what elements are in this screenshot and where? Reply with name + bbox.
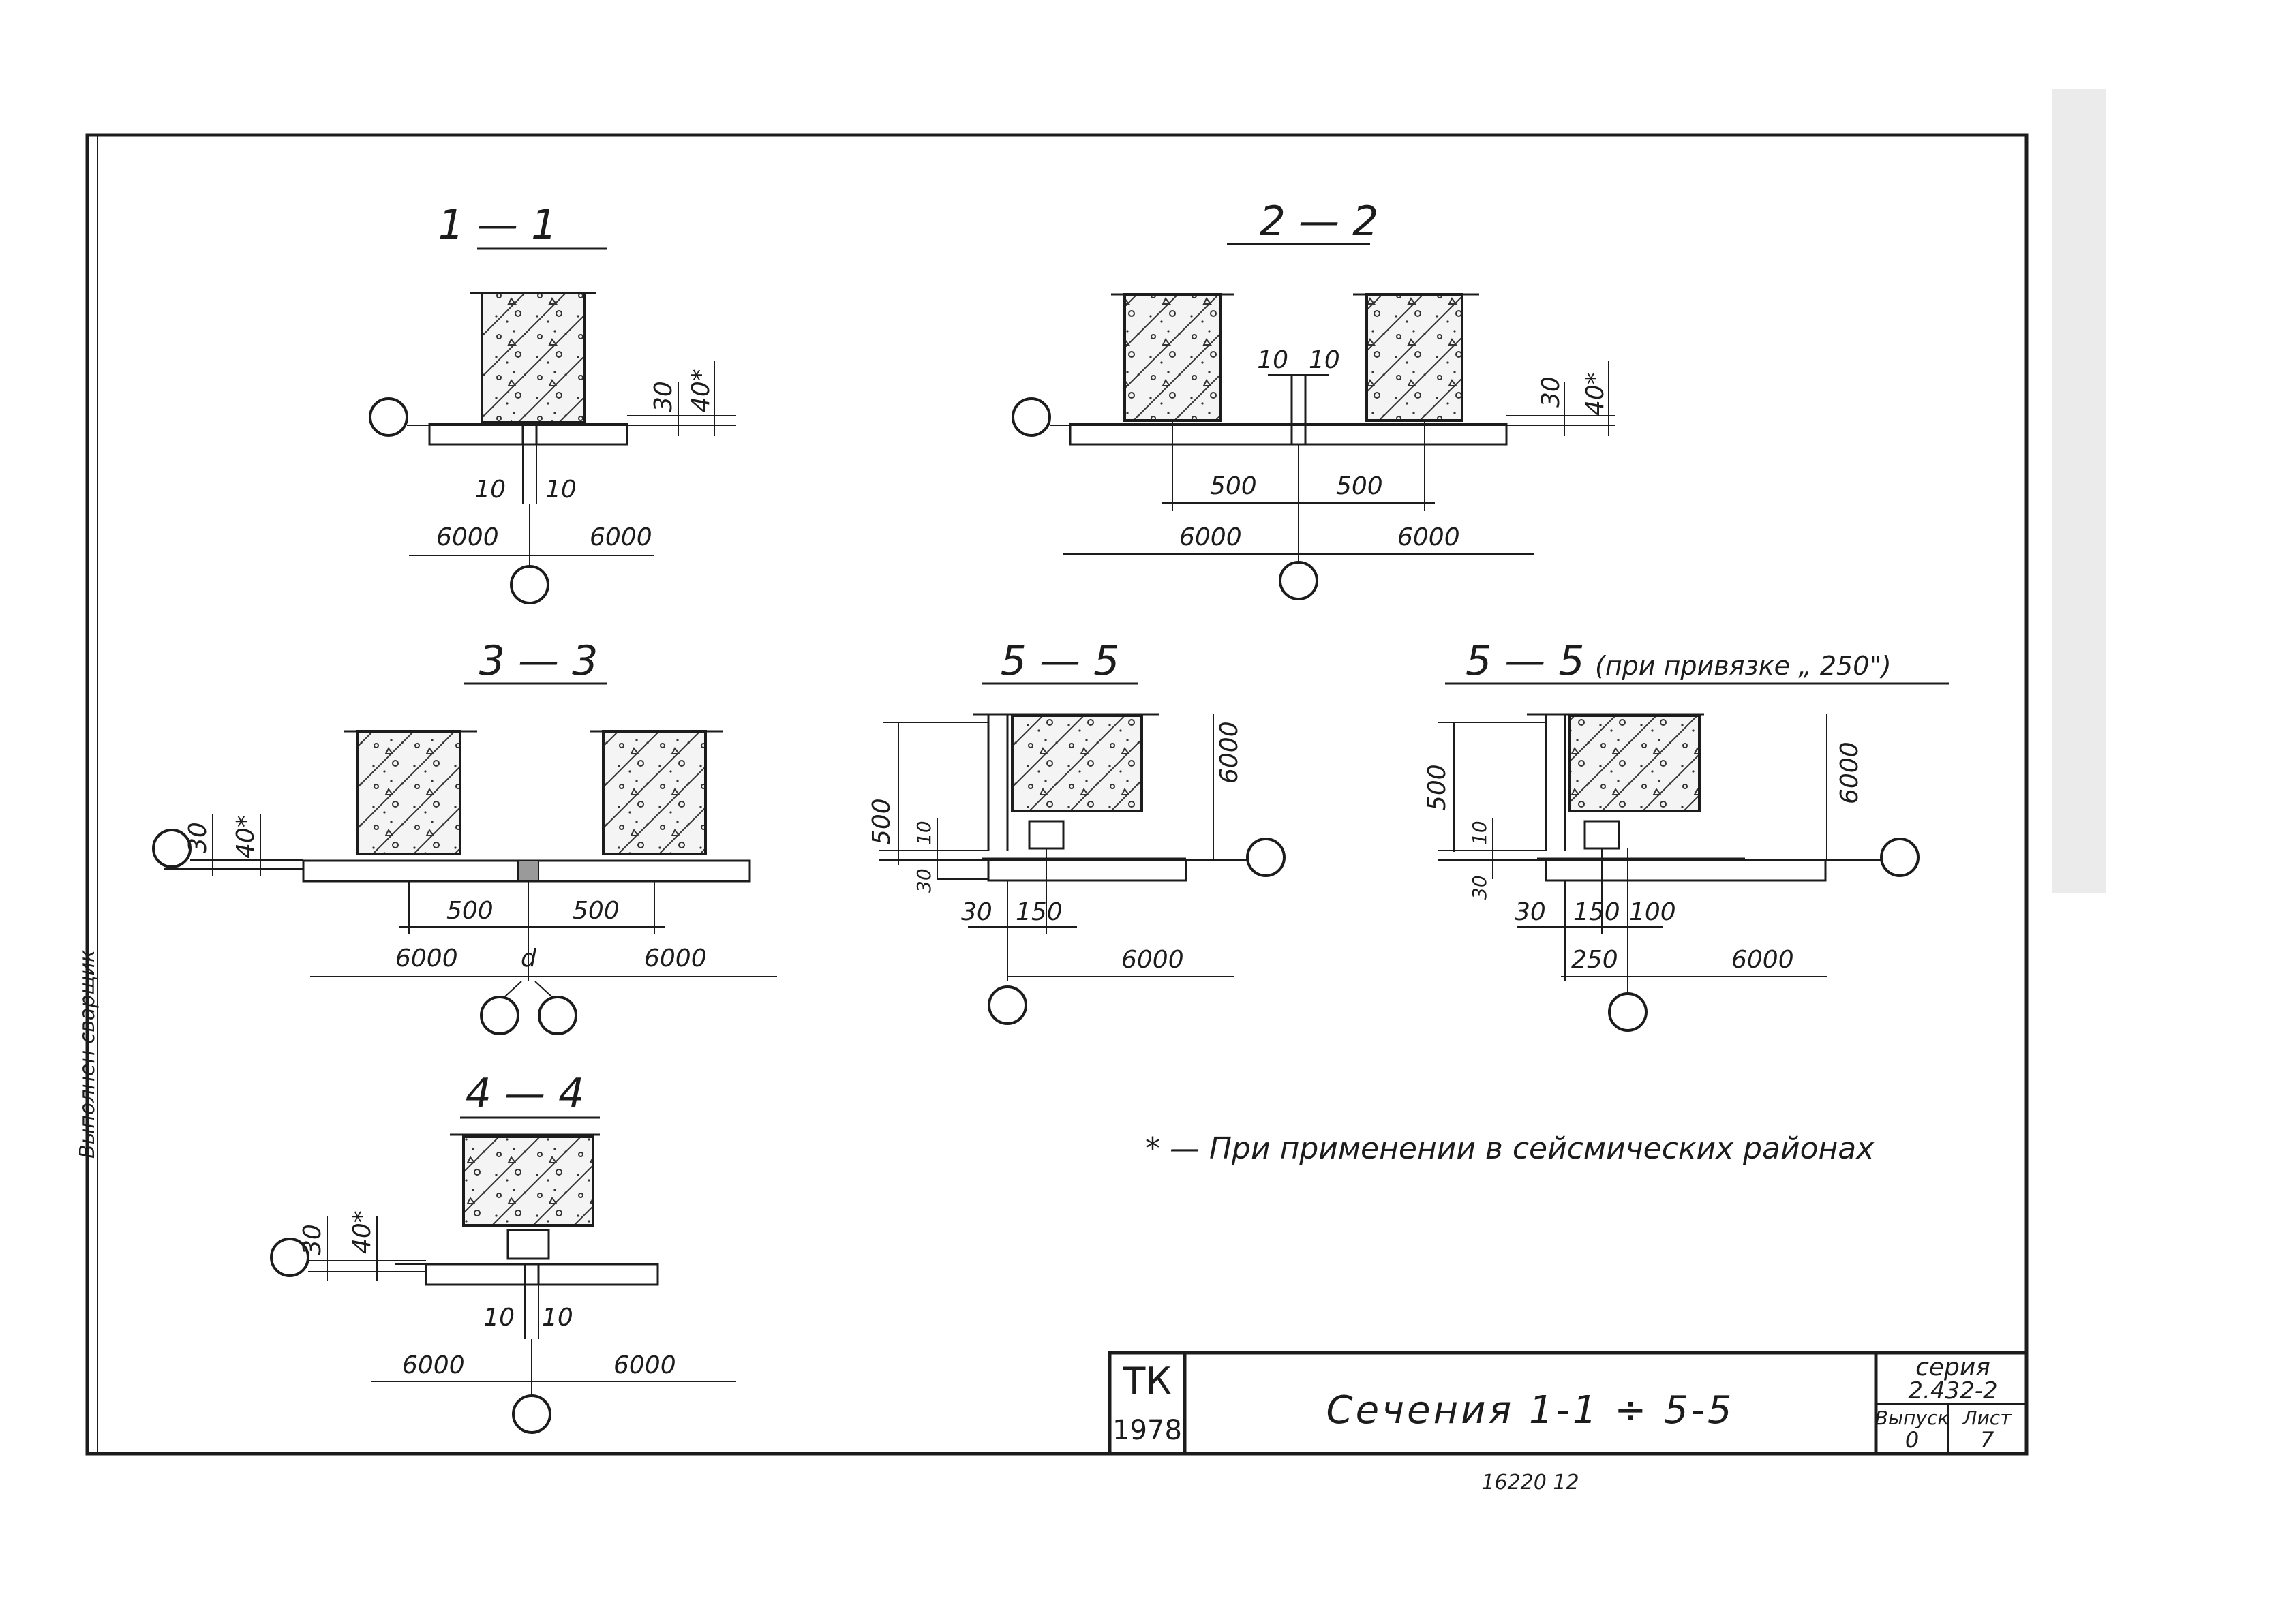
svg-text:6000: 6000	[1836, 741, 1864, 804]
svg-text:500: 500	[446, 897, 494, 925]
svg-text:40*: 40*	[232, 815, 260, 859]
sheet-title: Сечения 1-1 ÷ 5-5	[1326, 1388, 1734, 1433]
section-subtitle: (при привязке „ 250")	[1595, 651, 1892, 681]
svg-text:6000: 6000	[1397, 523, 1460, 551]
section-4-4: 4 — 4 30 40* 10 10 6000 6000	[270, 1070, 736, 1434]
svg-text:10: 10	[913, 821, 935, 845]
section-5-5: 5 — 5 500 6000 10 30 30 150 6000	[868, 637, 1286, 1025]
svg-text:500: 500	[1336, 472, 1383, 500]
margin-inscription: Выполнен сварщик	[76, 950, 100, 1159]
svg-text:500: 500	[1210, 472, 1257, 500]
section-5-5-binding-250: 5 — 5 (при привязке „ 250") 500 6000 10 …	[1423, 637, 1949, 1032]
svg-text:10: 10	[545, 476, 577, 504]
svg-text:6000: 6000	[1215, 721, 1243, 784]
issue-value: 0	[1905, 1427, 1919, 1453]
org-code: ТК	[1122, 1360, 1171, 1403]
svg-text:d: d	[521, 945, 537, 972]
svg-text:30: 30	[913, 868, 935, 893]
series-value: 2.432-2	[1908, 1377, 1997, 1405]
svg-text:10: 10	[474, 476, 506, 504]
sheet-value: 7	[1980, 1427, 1994, 1453]
svg-text:40*: 40*	[1581, 372, 1609, 416]
section-title: 4 — 4	[466, 1070, 585, 1118]
section-title: 3 — 3	[479, 637, 598, 685]
svg-text:150: 150	[1016, 898, 1063, 926]
svg-text:6000: 6000	[644, 945, 707, 972]
svg-text:30: 30	[961, 898, 992, 926]
svg-text:250: 250	[1571, 946, 1618, 974]
issue-label: Выпуск	[1875, 1407, 1949, 1429]
svg-text:10: 10	[1468, 821, 1491, 845]
svg-text:10: 10	[1257, 346, 1288, 374]
svg-text:500: 500	[573, 897, 620, 925]
section-2-2: 2 — 2 10 10 30 40* 500 500 6000 6000	[1012, 198, 1615, 600]
svg-text:40*: 40*	[348, 1210, 376, 1254]
section-title: 5 — 5	[1001, 637, 1120, 685]
svg-text:30: 30	[1468, 875, 1491, 900]
svg-text:500: 500	[1423, 764, 1451, 811]
svg-text:6000: 6000	[1179, 523, 1242, 551]
sheet-label: Лист	[1962, 1407, 2012, 1429]
svg-text:6000: 6000	[395, 945, 458, 972]
svg-text:30: 30	[299, 1224, 327, 1255]
series-label: серия	[1915, 1353, 1990, 1381]
svg-text:500: 500	[868, 798, 896, 845]
section-title: 5 — 5	[1466, 637, 1585, 685]
section-title: 1 — 1	[438, 201, 558, 249]
svg-text:100: 100	[1629, 898, 1676, 926]
svg-text:10: 10	[1309, 346, 1340, 374]
svg-text:6000: 6000	[402, 1351, 465, 1379]
svg-text:10: 10	[483, 1304, 515, 1332]
svg-text:6000: 6000	[1731, 946, 1794, 974]
sheet-frame	[85, 89, 2106, 1456]
section-title: 2 — 2	[1260, 198, 1379, 245]
svg-text:Выполнен сварщик: Выполнен сварщик	[76, 950, 100, 1159]
svg-text:6000: 6000	[1121, 946, 1184, 974]
svg-text:* — При применении в сейсмичес: * — При применении в сейсмических района…	[1145, 1131, 1875, 1166]
document-number: 16220 12	[1481, 1471, 1579, 1495]
svg-text:150: 150	[1573, 898, 1620, 926]
svg-text:10: 10	[542, 1304, 573, 1332]
section-3-3: 3 — 3 30 40* 500 500 6000 d 6000	[152, 637, 777, 1035]
svg-text:6000: 6000	[436, 523, 499, 551]
svg-text:40*: 40*	[687, 369, 715, 412]
seismic-footnote: * — При применении в сейсмических района…	[1145, 1131, 1875, 1166]
svg-text:30: 30	[184, 822, 212, 853]
section-1-1: 1 — 1 30 40* 10 10 6000 6000	[369, 201, 736, 604]
svg-text:30: 30	[650, 381, 678, 412]
svg-text:30: 30	[1515, 898, 1546, 926]
title-block: ТК 1978 Сечения 1-1 ÷ 5-5 серия 2.432-2 …	[1108, 1351, 2029, 1495]
svg-text:6000: 6000	[613, 1351, 676, 1379]
year: 1978	[1112, 1415, 1182, 1446]
svg-text:6000: 6000	[590, 523, 652, 551]
svg-text:30: 30	[1537, 376, 1565, 408]
